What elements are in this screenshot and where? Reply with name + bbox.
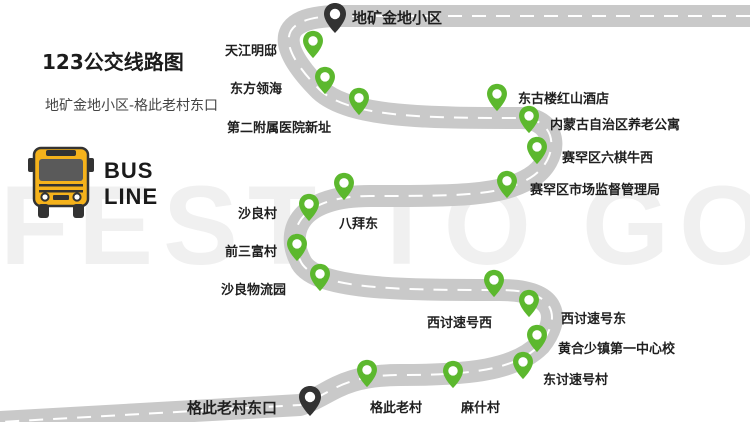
stop-label[interactable]: 内蒙古自治区养老公寓 [550,118,681,133]
start-stop-label[interactable]: 地矿金地小区 [352,9,443,27]
stop-label[interactable]: 东讨速号村 [543,373,609,388]
bus-line-label: BUS LINE [104,158,158,210]
map-pin-icon[interactable] [519,289,539,318]
stop-label[interactable]: 西讨速号西 [427,316,493,331]
map-pin-icon[interactable] [324,3,346,33]
stop-label[interactable]: 沙良村 [238,207,278,222]
page-subtitle: 地矿金地小区-格此老村东口 [45,98,219,114]
map-pin-icon[interactable] [303,30,323,59]
stop-label[interactable]: 天江明邸 [225,44,278,59]
stop-label[interactable]: 麻什村 [461,401,501,416]
stop-label[interactable]: 西讨速号东 [561,312,627,327]
end-stop-label[interactable]: 格此老村东口 [187,399,278,417]
stop-label[interactable]: 第二附属医院新址 [227,121,332,136]
stop-label[interactable]: 前三富村 [225,245,278,260]
stop-label[interactable]: 赛罕区六棋牛西 [562,151,654,166]
stop-label[interactable]: 东古楼红山酒店 [518,92,610,107]
stop-label[interactable]: 沙良物流园 [221,283,287,298]
bus-label-line1: BUS [104,158,154,183]
stop-label[interactable]: 赛罕区市场监督管理局 [530,183,661,198]
stop-label[interactable]: 黄合少镇第一中心校 [558,342,676,357]
page-title: 123公交线路图 [42,50,184,74]
school-bus-icon [22,146,100,222]
stop-label[interactable]: 东方领海 [230,82,283,97]
bus-label-line2: LINE [104,184,159,209]
map-pin-icon[interactable] [513,351,533,380]
stop-label[interactable]: 格此老村 [370,401,423,416]
stop-label[interactable]: 八拜东 [339,217,379,232]
